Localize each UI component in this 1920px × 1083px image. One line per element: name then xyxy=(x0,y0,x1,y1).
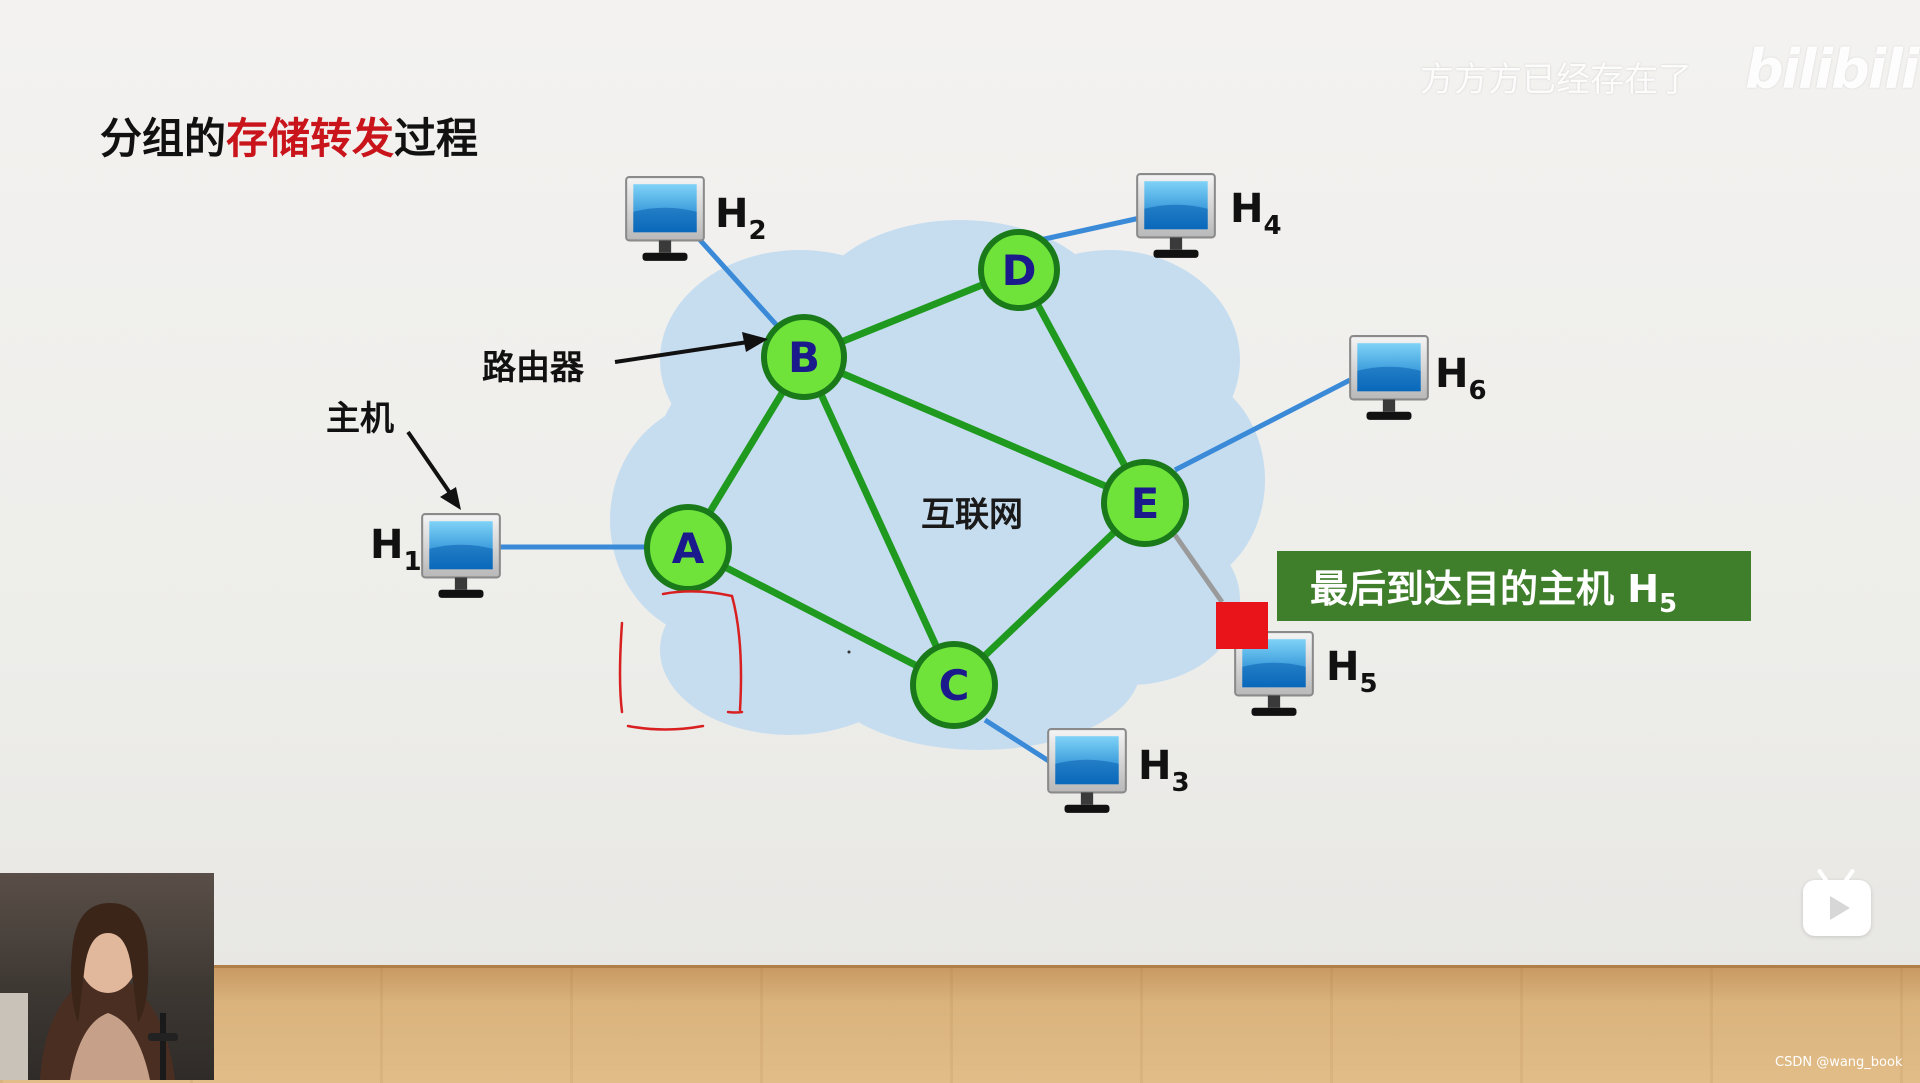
play-button[interactable] xyxy=(1803,880,1871,936)
router-c: C xyxy=(910,641,998,729)
title-highlight: 存储转发 xyxy=(226,114,395,163)
router-e: E xyxy=(1101,459,1189,547)
router-c-label: C xyxy=(939,661,970,710)
csdn-credit: CSDN @wang_book xyxy=(1775,1055,1903,1070)
host-callout-label: 主机 xyxy=(326,399,394,439)
link-c-h3 xyxy=(983,717,1057,768)
host-h5-label: H5 xyxy=(1326,644,1378,699)
router-callout-label: 路由器 xyxy=(482,348,585,388)
router-b: B xyxy=(761,314,847,400)
router-callout-arrow-icon xyxy=(614,332,768,364)
link-d-h4 xyxy=(1039,215,1141,243)
link-d-e xyxy=(1015,266,1149,507)
uploader-watermark: 方方方已经存在了 xyxy=(1420,60,1692,100)
red-annotation-sketch xyxy=(618,590,744,731)
link-h2-b xyxy=(698,238,792,342)
host-h1-computer-icon xyxy=(421,513,501,599)
router-e-label: E xyxy=(1131,479,1160,528)
internet-label: 互联网 xyxy=(921,495,1023,535)
cursor-dot xyxy=(847,650,851,654)
link-b-e xyxy=(800,353,1149,507)
router-a: A xyxy=(644,504,732,592)
host-h4-computer-icon xyxy=(1136,173,1216,259)
host-h3-label: H3 xyxy=(1138,743,1190,798)
router-d: D xyxy=(978,229,1060,311)
host-h6-computer-icon xyxy=(1349,335,1429,421)
host-links xyxy=(500,215,1352,768)
host-h3-computer-icon xyxy=(1047,728,1127,814)
link-b-c xyxy=(800,353,958,689)
link-a-c xyxy=(684,544,958,689)
router-d-label: D xyxy=(1002,246,1037,295)
title-prefix: 分组的 xyxy=(100,114,227,163)
bilibili-logo: bilibili xyxy=(1745,38,1919,101)
slide-title: 分组的存储转发过程 xyxy=(100,105,478,166)
play-icon xyxy=(1830,896,1850,920)
host-h2-computer-icon xyxy=(625,176,705,262)
title-suffix: 过程 xyxy=(394,114,479,163)
host-h6-label: H6 xyxy=(1435,351,1487,406)
floor-background xyxy=(0,965,1920,1083)
host-h4-label: H4 xyxy=(1230,186,1282,241)
host-h1-label: H1 xyxy=(370,522,422,577)
presenter-figure-icon xyxy=(0,903,178,1080)
link-e-h6 xyxy=(1173,377,1352,473)
packet-square xyxy=(1216,602,1268,649)
presenter-webcam xyxy=(0,873,214,1080)
router-a-label: A xyxy=(672,524,705,573)
host-h2-label: H2 xyxy=(715,191,767,246)
destination-banner-text: 最后到达目的主机 H5 xyxy=(1310,567,1677,619)
router-b-label: B xyxy=(788,333,820,382)
link-e-h5 xyxy=(1172,533,1225,604)
destination-banner: 最后到达目的主机 H5 xyxy=(1277,551,1751,621)
host-callout-arrow-icon xyxy=(406,430,461,510)
